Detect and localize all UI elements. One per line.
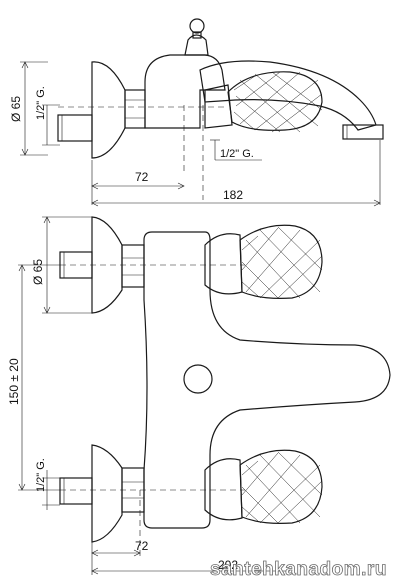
front-lower-diamond-handle [239, 449, 323, 524]
top-spout [199, 60, 377, 131]
top-72-dimension [91, 160, 185, 205]
top-connector-nut [124, 89, 146, 129]
front-lower-wall-flange [91, 444, 123, 543]
top-thread-spout-label: 1/2" G. [220, 148, 254, 160]
front-mixer-body [143, 231, 391, 529]
top-diverter-knob [184, 34, 209, 56]
top-spout-thread-dimension [210, 139, 262, 161]
top-thread-left-label: 1/2" G. [35, 86, 47, 120]
top-182-dimension [91, 140, 381, 207]
front-diverter-button [183, 364, 213, 394]
top-view [20, 18, 384, 207]
front-upper-diamond-handle [239, 224, 323, 299]
top-diameter-dimension [20, 61, 48, 156]
front-thread-dimension [42, 470, 60, 510]
top-182-label: 182 [223, 188, 243, 202]
front-lower-handle-collar [204, 458, 243, 521]
front-upper-nut [121, 244, 145, 288]
top-spout-outlet [342, 124, 384, 140]
top-72-label: 72 [135, 170, 149, 184]
front-72-dimension [91, 530, 141, 575]
top-diamond-handle [227, 71, 323, 131]
front-72-label: 72 [135, 539, 149, 553]
front-diameter-label: Ø 65 [31, 259, 45, 285]
front-lower-inlet-pipe [59, 477, 93, 505]
top-inlet-pipe [57, 114, 93, 142]
site-watermark: santehkanadom.ru [210, 559, 387, 580]
front-thread-left-label: 1/2" G. [35, 458, 47, 492]
top-handle-collar [204, 84, 233, 129]
top-diameter-label: Ø 65 [9, 96, 23, 122]
front-upper-wall-flange [91, 216, 123, 314]
top-handle-knurl [233, 71, 323, 133]
top-wall-flange [91, 61, 126, 159]
front-202-dimension [91, 567, 290, 575]
front-view [18, 216, 391, 575]
top-mixer-body [144, 54, 226, 129]
front-center-distance-dimension [18, 264, 60, 491]
front-upper-handle-knurl [241, 226, 323, 299]
front-center-distance-label: 150 ± 20 [7, 358, 21, 405]
front-lower-handle-knurl [241, 451, 323, 524]
top-thread-dimension [42, 104, 60, 146]
front-202-label: 202 [218, 558, 238, 572]
